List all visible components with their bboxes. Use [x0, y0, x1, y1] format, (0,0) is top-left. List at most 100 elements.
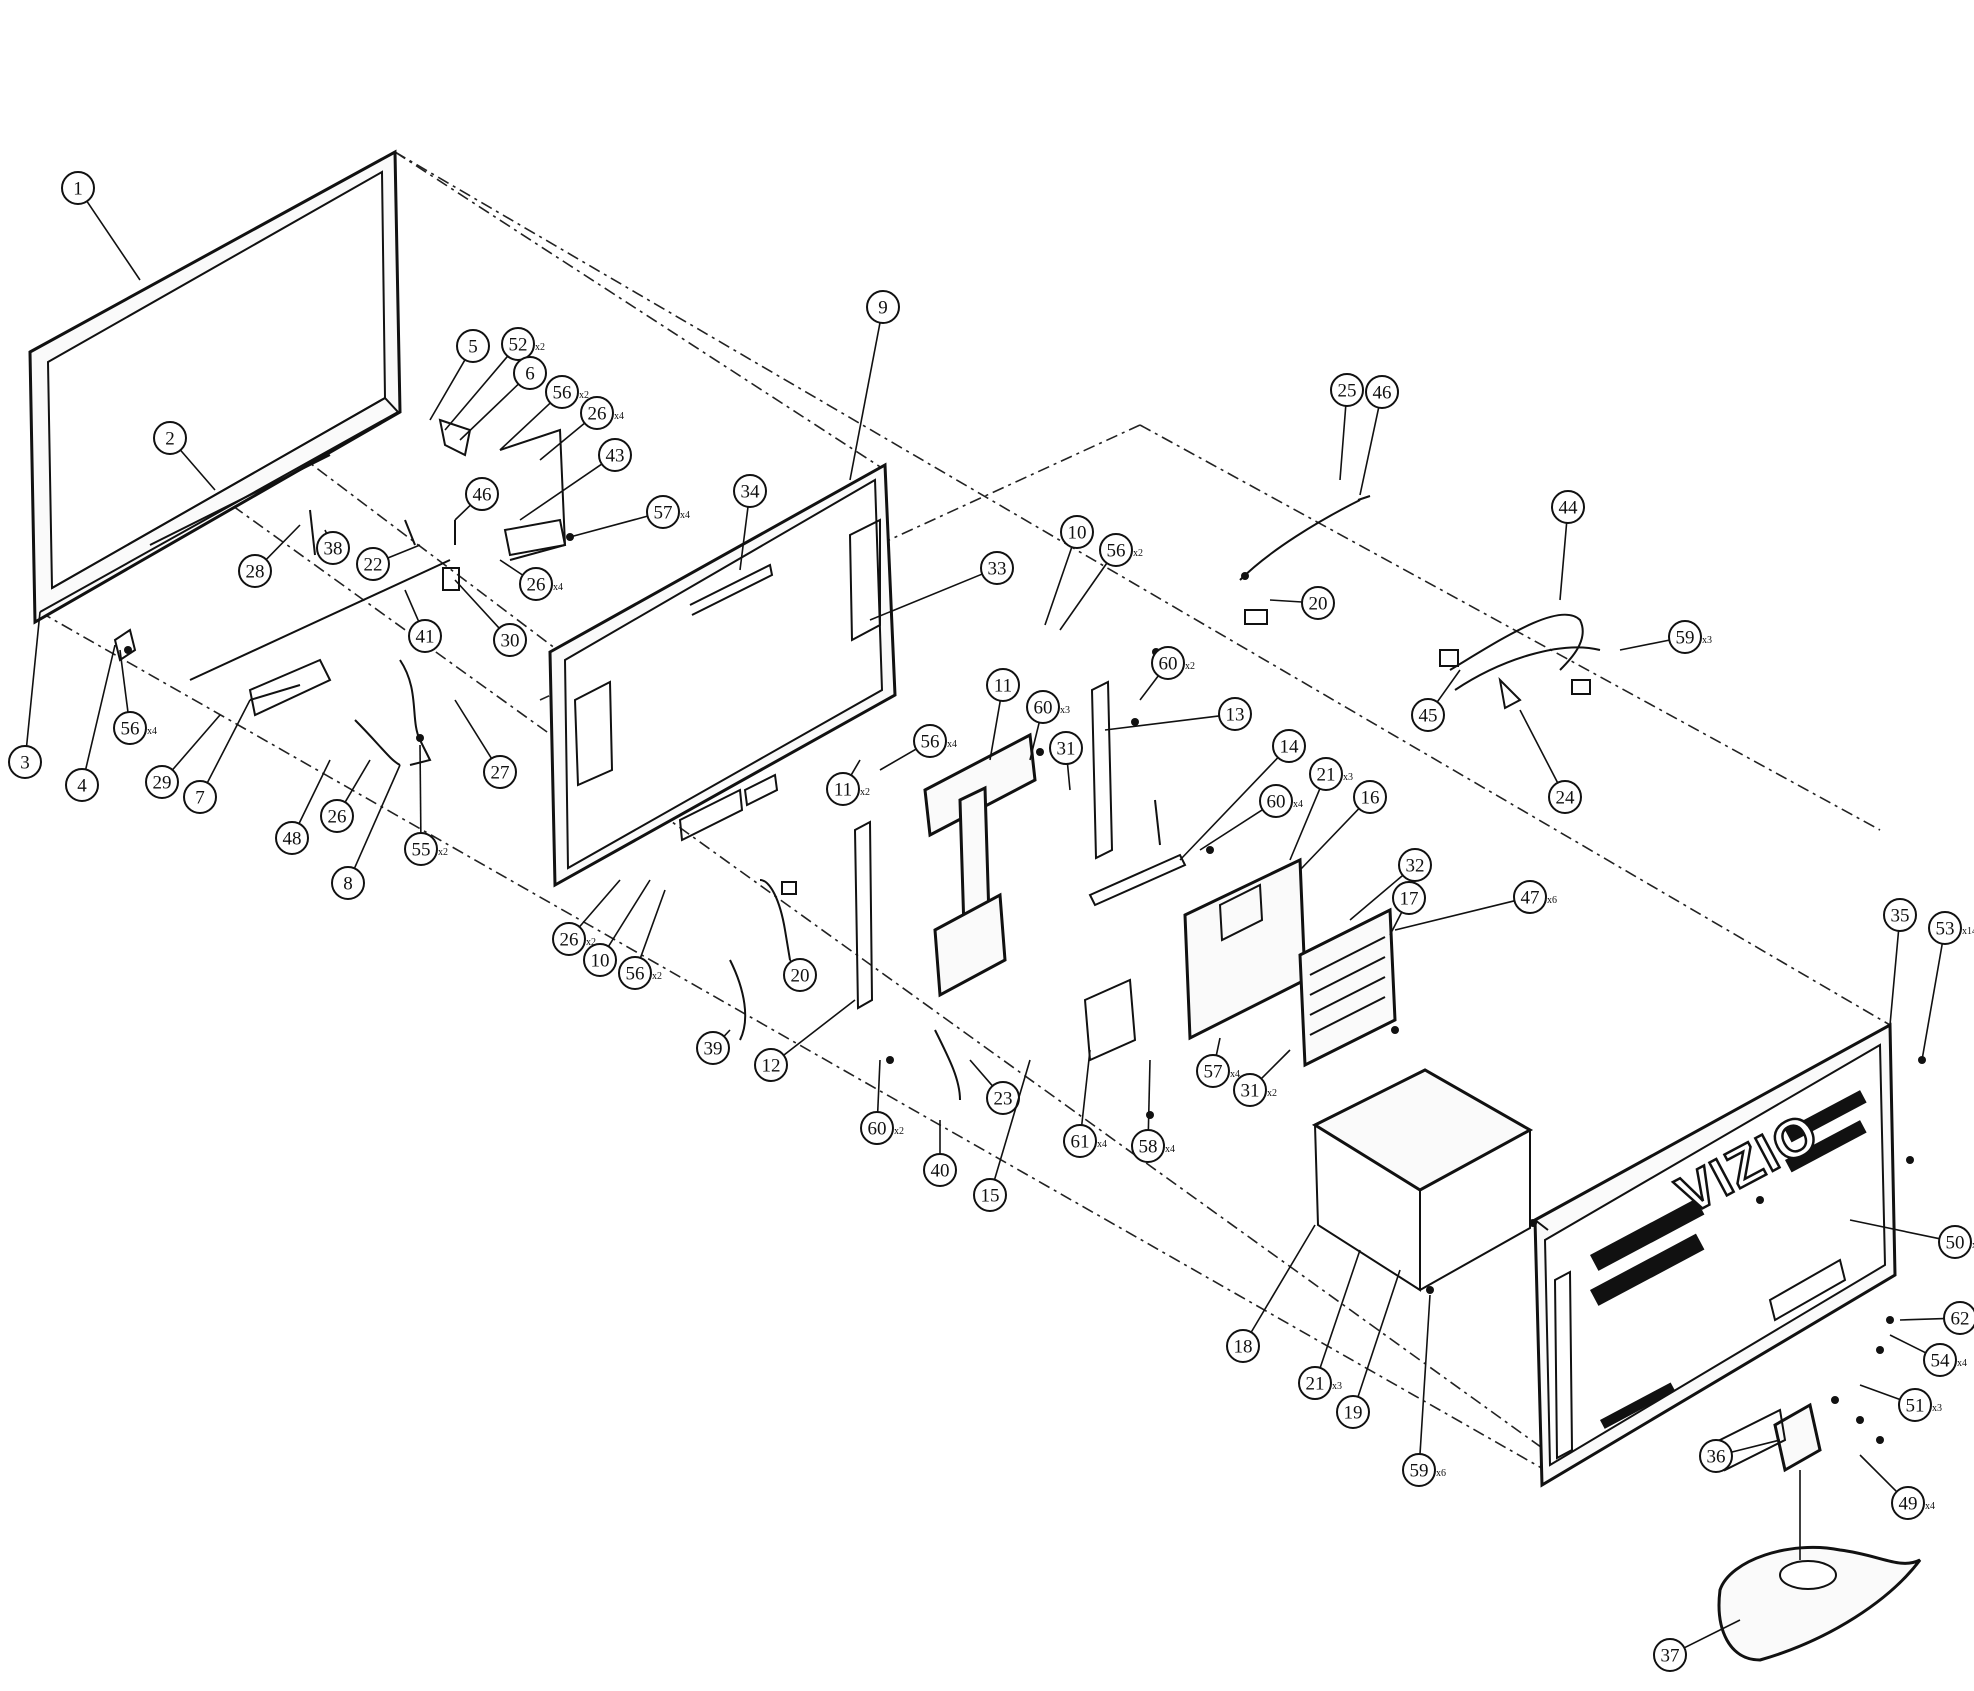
callout-number: 57: [654, 503, 673, 524]
callout-circle: [1938, 1225, 1972, 1259]
callout-leader-line: [206, 699, 251, 784]
callout-leader-line: [1619, 639, 1670, 651]
callout-number: 60: [1034, 698, 1053, 719]
circuit-boards: [1183, 857, 1397, 1068]
callout-number: 51: [1906, 1396, 1925, 1417]
callout-number: 60: [868, 1119, 887, 1140]
callout-circle: [1099, 533, 1133, 567]
callout-12: 12: [754, 999, 856, 1082]
callout-circle: [1233, 1073, 1267, 1107]
callout-number: 7: [195, 788, 205, 809]
callout-37: 37: [1653, 1619, 1741, 1672]
callout-quantity: x3: [1932, 1403, 1942, 1414]
callout-circle: [1928, 911, 1962, 945]
callout-circle: [866, 290, 900, 324]
callout-number: 24: [1556, 788, 1576, 809]
callout-leader-line: [499, 402, 551, 451]
callout-46: 46: [454, 477, 499, 521]
callout-circle: [545, 375, 579, 409]
callout-50: 50x2: [1849, 1219, 1974, 1259]
callout-leader-line: [1269, 599, 1303, 603]
callout-leader-line: [1359, 407, 1380, 496]
callout-leader-line: [344, 759, 371, 803]
callout-number: 56: [1107, 541, 1126, 562]
callout-number: 43: [606, 446, 625, 467]
callout-circle: [501, 327, 535, 361]
callout-leader-line: [1080, 1049, 1091, 1126]
callout-leader-line: [569, 515, 648, 538]
callout-quantity: x2: [1267, 1088, 1277, 1099]
callout-leader-line: [607, 879, 651, 947]
callout-11: 11: [986, 668, 1020, 761]
callout-leader-line: [25, 611, 41, 747]
callout-36: 36: [1699, 1439, 1781, 1473]
callout-32: 32: [1349, 848, 1432, 921]
callout-circle: [1668, 620, 1702, 654]
callout-circle: [1365, 375, 1399, 409]
callout-27: 27: [454, 699, 517, 789]
callout-number: 31: [1241, 1081, 1260, 1102]
callout-number: 20: [791, 966, 810, 987]
callout-number: 2: [165, 429, 175, 450]
front-bezel: [28, 149, 402, 625]
callout-circle: [1891, 1486, 1925, 1520]
callout-leader-line: [499, 559, 524, 576]
callout-leader-line: [454, 699, 493, 759]
callout-circle: [646, 495, 680, 529]
callout-number: 4: [77, 776, 87, 797]
callout-leader-line: [723, 1029, 731, 1037]
callout-number: 58: [1139, 1137, 1158, 1158]
callout-leader-line: [869, 573, 983, 621]
callout-number: 1: [73, 179, 83, 200]
callout-number: 59: [1410, 1461, 1429, 1482]
callout-quantity: x2: [1133, 548, 1143, 559]
callout-leader-line: [783, 999, 856, 1056]
callout-circle: [696, 1031, 730, 1065]
callout-circle: [519, 567, 553, 601]
callout-13: 13: [1104, 697, 1252, 731]
callout-number: 12: [762, 1056, 781, 1077]
callout-leader-line: [1199, 808, 1263, 851]
callout-quantity: x3: [1702, 635, 1712, 646]
callout-30: 30: [454, 579, 527, 657]
callout-leader-line: [1859, 1384, 1901, 1401]
callout-number: 56: [553, 383, 572, 404]
callout-number: 54: [1931, 1351, 1951, 1372]
callout-circle: [1026, 690, 1060, 724]
callout-53: 53x14: [1921, 911, 1974, 1061]
callout-leader-line: [419, 744, 422, 834]
callout-quantity: x4: [1957, 1358, 1967, 1369]
callout-35: 35: [1883, 898, 1917, 1026]
callout-quantity: x2: [1185, 661, 1195, 672]
callout-leader-line: [1849, 1219, 1940, 1240]
callout-circle: [580, 396, 614, 430]
callout-19: 19: [1336, 1269, 1401, 1429]
callout-circle: [1402, 1453, 1436, 1487]
callout-circle: [1309, 757, 1343, 791]
callout-circle: [145, 765, 179, 799]
callout-number: 34: [741, 482, 761, 503]
cable-center: [729, 879, 961, 1101]
callout-leader-line: [1147, 1059, 1151, 1131]
callout-leader-line: [1859, 1454, 1898, 1493]
callout-22: 22: [356, 544, 421, 581]
callout-leader-line: [639, 889, 666, 959]
callout-number: 46: [473, 485, 492, 506]
callout-number: 50: [1946, 1233, 1965, 1254]
callout-quantity: x4: [947, 739, 957, 750]
callout-leader-line: [1436, 669, 1461, 703]
callout-circle: [598, 438, 632, 472]
chassis-panel: [548, 462, 897, 888]
callout-leader-line: [1339, 405, 1347, 481]
callout-circle: [618, 956, 652, 990]
callout-14: 14: [1179, 729, 1306, 861]
callout-circle: [404, 832, 438, 866]
callout-leader-line: [459, 383, 519, 441]
power-board: [1311, 1068, 1534, 1292]
callout-leader-line: [1357, 1269, 1401, 1398]
